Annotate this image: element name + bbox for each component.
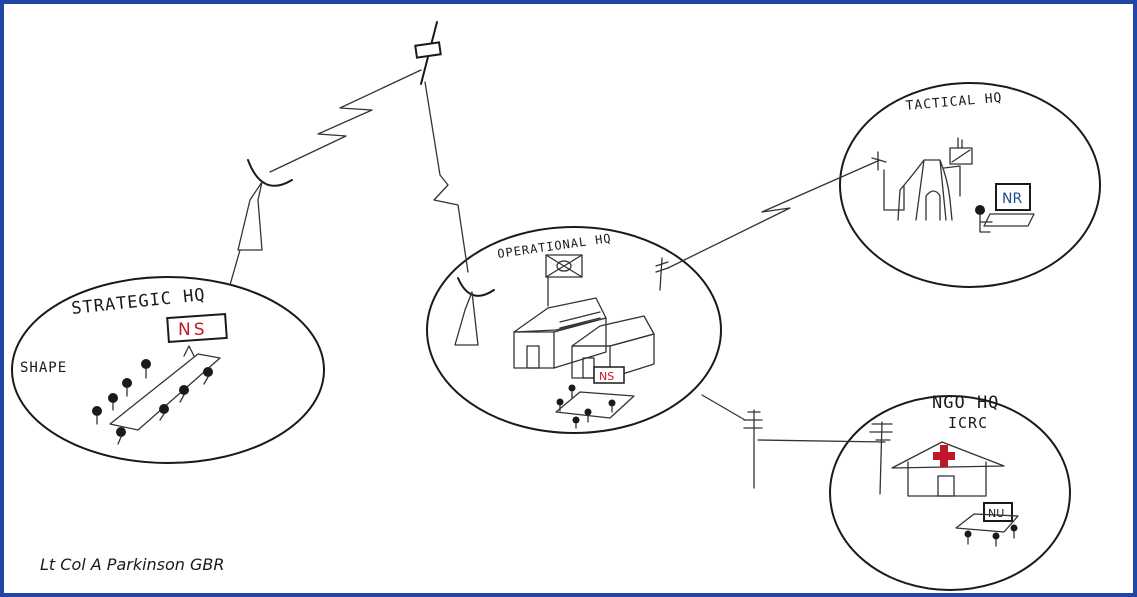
person-icon bbox=[964, 530, 972, 545]
satellite-dish-icon bbox=[454, 277, 495, 346]
person-icon bbox=[584, 408, 592, 423]
laptop-icon: NR bbox=[983, 183, 1035, 227]
red-cross-icon bbox=[933, 445, 955, 467]
operational-hq-ellipse bbox=[426, 226, 722, 434]
tent-icon bbox=[897, 159, 953, 221]
ngo-laptop-text: NU bbox=[988, 507, 1004, 520]
person-icon bbox=[116, 427, 126, 445]
telephone-pole-icon bbox=[869, 421, 893, 495]
satellite-operational-link bbox=[424, 81, 469, 273]
strategic-sign: NS bbox=[166, 312, 228, 357]
person-icon bbox=[1010, 524, 1018, 539]
ngo-hq-ellipse bbox=[829, 395, 1071, 591]
satellite-dish-icon bbox=[237, 159, 293, 251]
strategic-hq-ellipse bbox=[11, 276, 325, 464]
person-icon bbox=[203, 367, 213, 385]
telephone-pole-icon bbox=[743, 409, 763, 489]
author-signature: Lt Col A Parkinson GBR bbox=[40, 555, 225, 574]
satellite-strategic-link bbox=[269, 69, 422, 173]
building-icon bbox=[571, 315, 655, 379]
building-icon bbox=[513, 297, 607, 369]
person-icon bbox=[92, 406, 102, 425]
network-diagram: STRATEGIC HQ SHAPE NS OPERATIONAL HQ bbox=[11, 21, 1101, 591]
conference-table-icon bbox=[555, 384, 635, 429]
tactical-laptop-text: NR bbox=[1002, 191, 1022, 207]
ngo-hq-subtitle: ICRC bbox=[948, 414, 988, 432]
operational-ngo-link bbox=[701, 394, 886, 443]
person-icon bbox=[159, 404, 169, 421]
operational-tactical-link bbox=[667, 159, 881, 269]
radio-antenna-icon bbox=[655, 257, 669, 291]
person-icon bbox=[108, 393, 118, 411]
ngo-hq-title: NGO HQ bbox=[932, 393, 999, 413]
person-icon bbox=[179, 385, 189, 403]
strategic-side-label: SHAPE bbox=[20, 360, 67, 376]
strategic-dish-link bbox=[229, 249, 241, 286]
flag-icon bbox=[545, 254, 583, 307]
laptop-icon: NU bbox=[983, 502, 1013, 522]
tactical-hq-title: TACTICAL HQ bbox=[905, 91, 1003, 114]
person-icon bbox=[122, 378, 132, 397]
person-icon bbox=[992, 532, 1000, 547]
person-icon bbox=[556, 398, 564, 412]
tactical-hq-ellipse bbox=[839, 82, 1101, 288]
radio-antenna-icon bbox=[943, 137, 973, 197]
person-icon bbox=[975, 205, 993, 233]
person-icon bbox=[568, 384, 576, 399]
operational-sign: NS bbox=[593, 366, 625, 384]
operational-sign-text: NS bbox=[599, 370, 614, 383]
strategic-sign-text: NS bbox=[178, 320, 208, 340]
radio-antenna-icon bbox=[871, 151, 905, 211]
conference-table-icon bbox=[92, 353, 221, 445]
satellite-icon bbox=[414, 21, 442, 85]
conference-table-icon bbox=[955, 513, 1019, 547]
person-icon bbox=[141, 359, 151, 379]
person-icon bbox=[608, 399, 616, 413]
person-icon bbox=[572, 416, 580, 429]
